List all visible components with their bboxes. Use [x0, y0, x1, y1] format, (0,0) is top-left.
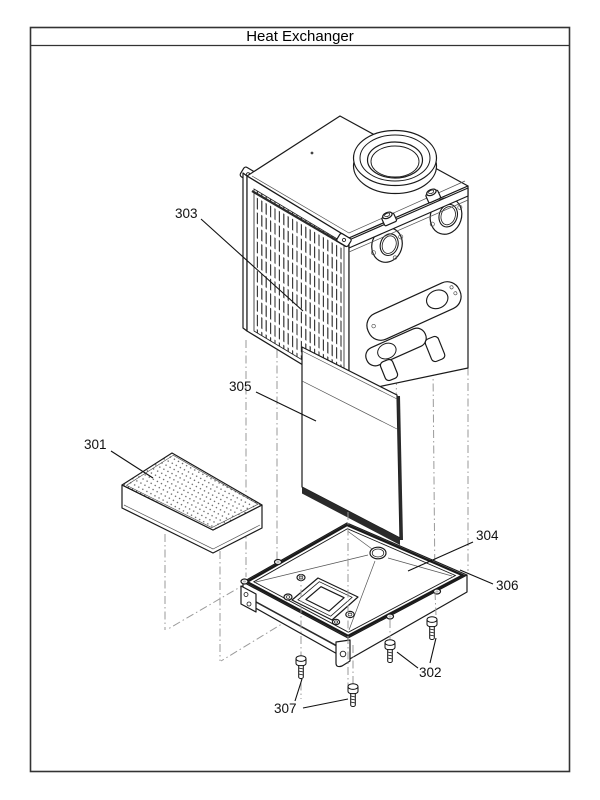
- panel-right-hem: [397, 395, 403, 541]
- rail-nut: [381, 211, 398, 227]
- callout-302: 302: [419, 665, 442, 680]
- leader-304: [407, 541, 474, 572]
- leader-306: [459, 569, 494, 585]
- pan-crease-lines: [255, 530, 453, 631]
- bottom-tab: [424, 335, 446, 363]
- rear-panel-305: [301, 346, 403, 545]
- fin-top-rail: [251, 190, 347, 247]
- leader-301: [110, 450, 154, 479]
- bottom-tab: [379, 358, 399, 382]
- access-plate-upper: [366, 281, 462, 341]
- panel-bottom-hem: [302, 487, 400, 545]
- projection-lines-lower: [300, 512, 437, 699]
- top-screw-hole: [310, 151, 314, 155]
- panel-fold-line: [301, 380, 398, 430]
- callout-301: 301: [84, 437, 107, 452]
- leader-307: [294, 678, 349, 709]
- rail-nut: [425, 188, 442, 204]
- burner-frame: [283, 573, 359, 626]
- heat-exchanger-block: [239, 115, 469, 394]
- callouts: 303 305 301 304 306 302 307: [84, 206, 519, 716]
- insulation-pad-301: [121, 452, 263, 554]
- rim-screw-boss: [240, 558, 442, 620]
- page-title: Heat Exchanger: [246, 28, 354, 45]
- base-pan-assembly: [240, 522, 468, 668]
- pad-dotted-surface: [121, 452, 263, 531]
- leader-302: [396, 637, 437, 669]
- callout-305: 305: [229, 379, 252, 394]
- frame-boss: [283, 573, 355, 626]
- access-plate-lower: [365, 327, 427, 367]
- callout-306: 306: [496, 578, 519, 593]
- leader-303: [200, 218, 304, 312]
- callout-307: 307: [274, 701, 297, 716]
- flue-collar: [352, 129, 438, 195]
- projection-lines-pad: [164, 534, 291, 662]
- pan-corner-bracket: [335, 639, 351, 668]
- leader-305: [255, 391, 317, 422]
- water-port-lower: [371, 227, 404, 263]
- callout-303: 303: [175, 206, 198, 221]
- pan-left-bracket: [240, 585, 257, 613]
- corner-flange-front: [336, 232, 352, 248]
- callout-304: 304: [476, 528, 499, 543]
